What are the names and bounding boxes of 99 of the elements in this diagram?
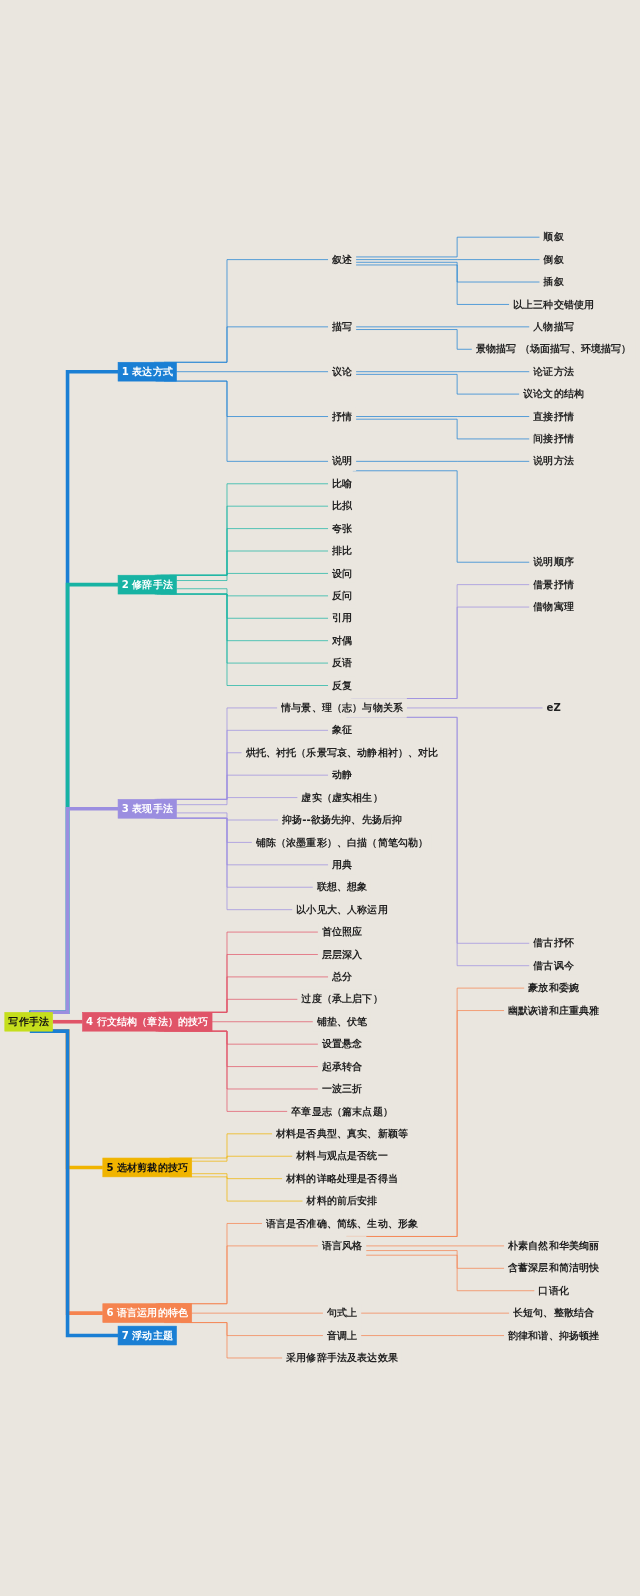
node-text: 说明方法 — [533, 455, 574, 468]
node-text: 朴素自然和华美绚丽 — [507, 1239, 600, 1252]
node-text: 幽默诙谐和庄重典雅 — [507, 1004, 600, 1017]
node-text: 材料是否典型、真实、新颖等 — [276, 1127, 409, 1140]
node-text: 材料的前后安排 — [306, 1195, 378, 1207]
node-text: 说明顺序 — [533, 556, 574, 569]
node-text: 材料与观点是否统一 — [296, 1150, 388, 1163]
node-box — [117, 1326, 177, 1346]
node-text: 对偶 — [331, 634, 353, 647]
node-text: 排比 — [331, 545, 353, 557]
node-text: 议论文的结构 — [523, 388, 585, 401]
connector — [176, 371, 329, 373]
node-text: 口语化 — [538, 1284, 569, 1297]
connector — [211, 1021, 314, 1023]
node-text: 以上三种交错使用 — [513, 298, 595, 311]
node-text: 比喻 — [331, 477, 353, 490]
node-text: 借景抒情 — [533, 578, 574, 591]
node-text: 过度（承上启下） — [301, 993, 383, 1006]
node-text: 起承转合 — [321, 1060, 363, 1073]
node-text: 引用 — [331, 612, 353, 625]
connector — [355, 416, 531, 418]
connector — [355, 259, 541, 261]
connector — [355, 329, 473, 351]
connector — [355, 326, 531, 328]
connector — [191, 1156, 294, 1162]
node-text: 直接抒情 — [533, 410, 574, 423]
node-text: 借物寓理 — [533, 601, 574, 613]
node-text: 铺垫、伏笔 — [316, 1015, 368, 1028]
node-text: 层层深入 — [321, 948, 363, 961]
node-text: eZ — [546, 701, 561, 714]
node-text: 铺陈（浓墨重彩）、白描（简笔勾勒） — [255, 836, 429, 849]
node-text: 比拟 — [331, 500, 353, 513]
node-text: 联想、想象 — [316, 881, 368, 894]
connector — [355, 265, 510, 306]
node-text: 景物描写 （场面描写、环境描写） — [475, 343, 632, 356]
node-text: 豪放和委婉 — [528, 982, 580, 995]
node-text: 以小见大、人称运用 — [296, 903, 388, 916]
node-text: 首位照应 — [321, 926, 363, 939]
node-box — [117, 799, 177, 819]
node-text: 反问 — [331, 589, 353, 602]
connector — [355, 262, 541, 283]
node-text: 一波三折 — [321, 1082, 363, 1095]
node-text: 说明 — [331, 455, 353, 468]
connector — [355, 237, 541, 258]
node-box — [102, 1303, 193, 1324]
node-text: 烘托、衬托（乐景写哀、动静相衬）、对比 — [245, 746, 439, 759]
node-text: 长短句、整散结合 — [513, 1307, 595, 1320]
connector — [191, 1313, 324, 1314]
node-text: 含蓄深层和简洁明快 — [507, 1262, 600, 1275]
connector — [355, 374, 520, 395]
node-box — [117, 362, 177, 382]
connector — [365, 1250, 505, 1270]
node-text: 设置悬念 — [321, 1038, 363, 1051]
node-text: 插叙 — [543, 276, 564, 288]
connector — [360, 1335, 505, 1337]
connector — [355, 461, 531, 463]
node-text: 反语 — [331, 657, 353, 670]
node-text: 虚实（虚实相生） — [301, 791, 383, 804]
node-text: 抑扬--欲扬先抑、先扬后抑 — [281, 813, 403, 826]
connector — [176, 588, 329, 597]
node-text: 反复 — [331, 679, 353, 692]
node-text: 抒情 — [331, 410, 353, 423]
node-box — [117, 575, 177, 595]
node-text: 倒叙 — [543, 253, 564, 266]
connector — [176, 812, 279, 821]
connector — [355, 371, 531, 373]
connector — [176, 797, 299, 806]
node-text: 设问 — [331, 567, 353, 580]
node-text: 议论 — [331, 365, 353, 378]
node-text: 总分 — [331, 970, 353, 983]
node-text: 象征 — [331, 724, 353, 737]
node-text: 韵律和谐、抑扬顿挫 — [507, 1329, 600, 1342]
node-text: 用典 — [331, 858, 353, 871]
connector — [355, 419, 531, 440]
node-text: 借古抒怀 — [533, 937, 574, 950]
connector — [406, 707, 544, 709]
node-box — [102, 1158, 193, 1178]
node-text: 语言是否准确、简练、生动、形象 — [265, 1217, 419, 1230]
node-box — [4, 1012, 53, 1032]
connector — [191, 1173, 283, 1180]
node-text: 描写 — [331, 320, 353, 333]
node-text: 卒章显志（篇末点题） — [291, 1105, 393, 1118]
node-text: 间接抒情 — [533, 432, 574, 445]
node-text: 材料的详略处理是否得当 — [286, 1172, 398, 1185]
node-text: 顺叙 — [543, 231, 564, 244]
connector — [30, 807, 120, 1015]
node-text: 夸张 — [331, 522, 353, 535]
connector — [176, 573, 329, 582]
node-text: 音调上 — [326, 1329, 358, 1342]
node-text: 论证方法 — [533, 365, 574, 378]
connector — [365, 1255, 536, 1292]
node-box — [82, 1012, 213, 1032]
node-text: 句式上 — [326, 1307, 358, 1320]
node-text: 动静 — [331, 769, 353, 782]
node-text: 人物描写 — [533, 320, 574, 333]
node-text: 采用修辞手法及表达效果 — [286, 1351, 398, 1364]
connector — [360, 1313, 510, 1314]
connector — [365, 1245, 505, 1247]
node-text: 借古讽今 — [533, 959, 574, 972]
